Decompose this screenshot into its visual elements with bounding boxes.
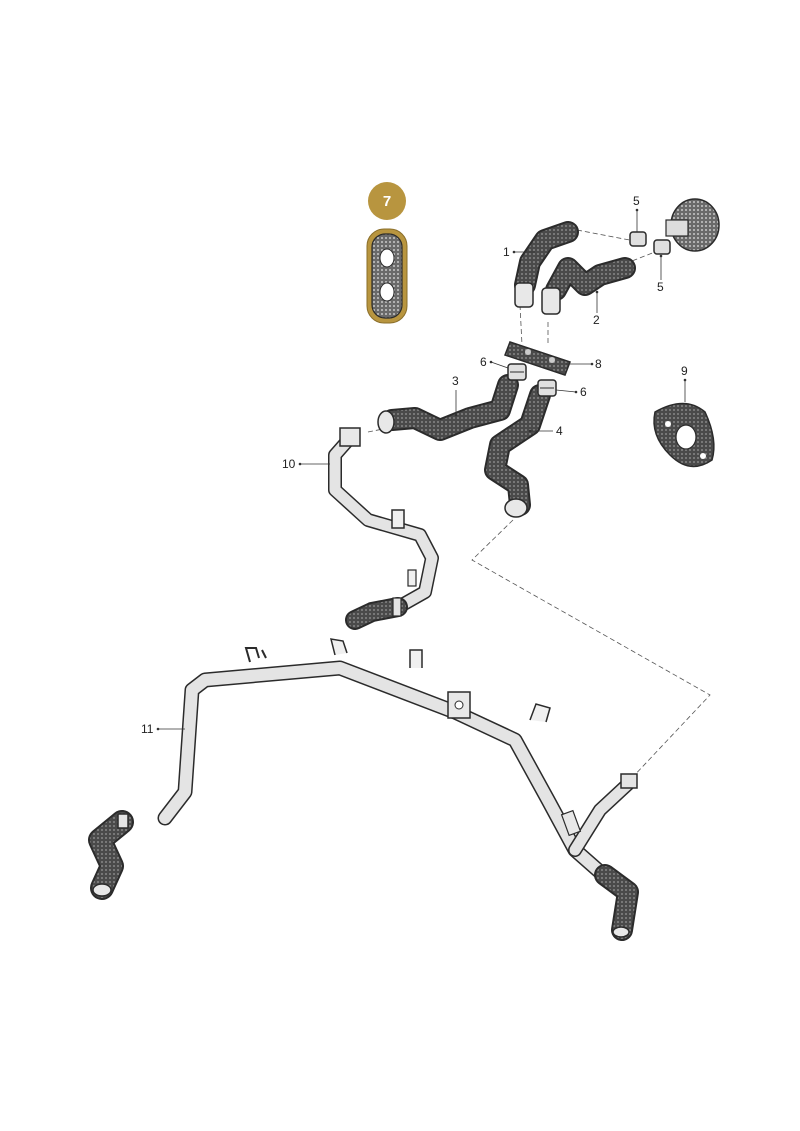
part-4-hose [484,384,551,518]
callout-2: 2 [593,313,600,327]
callout-group-5a: 5 [633,194,640,232]
part-10-pipe [328,427,439,630]
callout-group-6a: 6 [480,355,509,369]
part-7-badge[interactable]: 7 [368,182,406,220]
callout-7: 7 [383,193,391,210]
callout-8: 8 [595,357,602,371]
callout-9: 9 [681,364,688,378]
callout-group-11: 11 [141,722,185,736]
callout-group-6b: 6 [555,385,587,399]
callout-group-5b: 5 [657,254,664,294]
callout-group-3: 3 [452,374,459,417]
callout-group-9: 9 [681,364,688,402]
callout-group-10: 10 [282,457,330,471]
callout-5-bottom: 5 [657,280,664,294]
part-2-hose [541,257,636,315]
callout-group-8: 8 [566,357,602,371]
callout-3: 3 [452,374,459,388]
callout-group-2: 2 [593,290,600,327]
part-6-clamps [507,363,557,397]
callout-6-right: 6 [580,385,587,399]
part-11-coolant-pipe [88,638,639,941]
callout-group-4: 4 [528,424,563,438]
callout-4: 4 [556,424,563,438]
part-5-clamps [629,231,671,255]
callout-10: 10 [282,457,296,471]
part-1-hose [514,221,579,308]
callout-6-left: 6 [480,355,487,369]
connector-flange [665,198,720,252]
callout-1: 1 [503,245,510,259]
part-7-seal [366,228,408,324]
callout-group-1: 1 [503,245,535,259]
callout-5-top: 5 [633,194,640,208]
part-8-bracket [504,341,571,376]
callout-11: 11 [141,722,154,736]
part-9-gasket [653,402,715,468]
part-3-hose [377,374,519,441]
